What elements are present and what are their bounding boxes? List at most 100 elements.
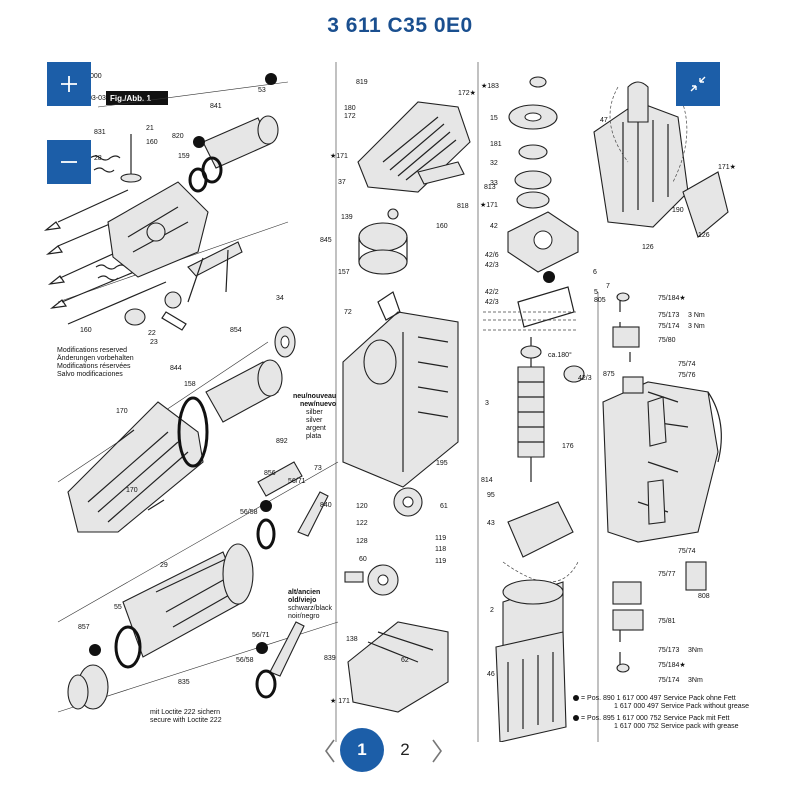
svg-text:56/71: 56/71 xyxy=(252,632,270,639)
exploded-parts-diagram: 000 03-03 Fig./Abb. 1 xyxy=(43,62,749,742)
svg-text:42/3: 42/3 xyxy=(485,299,499,306)
svg-text:72: 72 xyxy=(344,309,352,316)
svg-text:831: 831 xyxy=(94,129,106,136)
svg-text:5: 5 xyxy=(594,289,598,296)
svg-text:128: 128 xyxy=(356,538,368,545)
svg-text:3Nm: 3Nm xyxy=(688,677,703,684)
svg-text:119: 119 xyxy=(435,558,446,565)
svg-text:75/184★: 75/184★ xyxy=(658,294,686,302)
svg-text:3 Nm: 3 Nm xyxy=(688,323,705,330)
document-title: 3 611 C35 0E0 xyxy=(327,14,473,37)
zoom-in-button[interactable] xyxy=(47,62,91,106)
svg-text:mit Loctite 222 sichern: mit Loctite 222 sichern xyxy=(150,709,220,716)
svg-text:180: 180 xyxy=(344,105,356,112)
svg-text:3: 3 xyxy=(485,400,489,407)
svg-text:alt/ancien: alt/ancien xyxy=(288,589,320,596)
svg-text:813: 813 xyxy=(484,184,496,191)
svg-text:1 617 000 752 Service pack wit: 1 617 000 752 Service pack with grease xyxy=(614,723,739,730)
svg-text:819: 819 xyxy=(356,79,368,86)
svg-text:new/nuevo: new/nuevo xyxy=(300,401,336,408)
svg-text:argent: argent xyxy=(306,425,326,432)
zoom-out-button[interactable] xyxy=(47,140,91,184)
svg-text:Modifications reserved: Modifications reserved xyxy=(57,347,127,354)
torque-notes: 3 Nm 3 Nm 3Nm 3Nm xyxy=(688,312,705,684)
svg-text:61: 61 xyxy=(440,503,448,510)
svg-text:856: 856 xyxy=(264,470,276,477)
loctite-note: mit Loctite 222 sichern secure with Loct… xyxy=(150,709,222,724)
svg-text:160: 160 xyxy=(80,327,92,334)
svg-text:★ 171: ★ 171 xyxy=(330,697,350,705)
svg-text:126: 126 xyxy=(642,244,654,251)
fullscreen-toggle-button[interactable] xyxy=(676,62,720,106)
svg-text:56/58: 56/58 xyxy=(240,509,258,516)
svg-text:159: 159 xyxy=(178,153,190,160)
svg-text:875: 875 xyxy=(603,371,615,378)
svg-text:42/2: 42/2 xyxy=(485,289,499,296)
service-pack-notes: = Pos. 890 1 617 000 497 Service Pack oh… xyxy=(581,695,749,730)
chevron-left-icon[interactable] xyxy=(322,738,338,764)
svg-text:56/71: 56/71 xyxy=(288,478,306,485)
svg-text:160: 160 xyxy=(146,139,158,146)
svg-text:75/174: 75/174 xyxy=(658,323,680,330)
plus-icon xyxy=(61,76,77,92)
svg-text:42/6: 42/6 xyxy=(485,252,499,259)
svg-text:176: 176 xyxy=(562,443,574,450)
svg-text:190: 190 xyxy=(672,207,684,214)
svg-text:42/3: 42/3 xyxy=(485,262,499,269)
svg-text:75/81: 75/81 xyxy=(658,618,676,625)
svg-text:892: 892 xyxy=(276,438,288,445)
svg-text:839: 839 xyxy=(324,655,336,662)
svg-text:21: 21 xyxy=(146,125,154,132)
svg-text:195: 195 xyxy=(436,460,448,467)
svg-text:secure with Loctite 222: secure with Loctite 222 xyxy=(150,717,222,724)
svg-text:814: 814 xyxy=(481,477,493,484)
svg-text:818: 818 xyxy=(457,203,469,210)
chevron-right-icon[interactable] xyxy=(429,738,445,764)
svg-text:6: 6 xyxy=(593,269,597,276)
svg-text:43: 43 xyxy=(487,520,495,527)
page-2-button[interactable]: 2 xyxy=(400,740,410,759)
svg-text:181: 181 xyxy=(490,141,502,148)
minus-icon xyxy=(61,161,77,163)
svg-text:75/76: 75/76 xyxy=(678,372,696,379)
svg-text:56/58: 56/58 xyxy=(236,657,254,664)
svg-text:22: 22 xyxy=(148,330,156,337)
svg-text:37: 37 xyxy=(338,179,346,186)
new-silver-note: neu/nouveau new/nuevo silber silver arge… xyxy=(293,393,336,440)
svg-text:noir/negro: noir/negro xyxy=(288,613,320,620)
diagram-code-top: 000 xyxy=(90,73,102,80)
svg-text:★183: ★183 xyxy=(481,82,499,90)
svg-text:172★: 172★ xyxy=(458,89,476,97)
svg-text:★171: ★171 xyxy=(480,201,498,209)
svg-text:55: 55 xyxy=(114,604,122,611)
svg-text:75/74: 75/74 xyxy=(678,548,696,555)
svg-text:plata: plata xyxy=(306,433,321,440)
svg-text:75/77: 75/77 xyxy=(658,571,676,578)
svg-text:118: 118 xyxy=(435,546,446,553)
svg-text:857: 857 xyxy=(78,624,90,631)
svg-text:171★: 171★ xyxy=(718,163,736,171)
page-1-button[interactable]: 1 xyxy=(340,728,384,772)
svg-text:170: 170 xyxy=(116,408,128,415)
old-black-note: alt/ancien old/viejo schwarz/black noir/… xyxy=(288,589,332,620)
svg-text:805: 805 xyxy=(594,297,606,304)
svg-text:75/173: 75/173 xyxy=(658,312,680,319)
svg-text:15: 15 xyxy=(490,115,498,122)
svg-text:170: 170 xyxy=(126,487,138,494)
svg-text:★171: ★171 xyxy=(330,152,348,160)
svg-text:schwarz/black: schwarz/black xyxy=(288,605,332,612)
svg-text:835: 835 xyxy=(178,679,190,686)
svg-text:95: 95 xyxy=(487,492,495,499)
svg-text:157: 157 xyxy=(338,269,350,276)
svg-text:854: 854 xyxy=(230,327,242,334)
svg-text:845: 845 xyxy=(320,237,332,244)
svg-text:Änderungen vorbehalten: Änderungen vorbehalten xyxy=(57,354,134,362)
svg-text:160: 160 xyxy=(436,223,448,230)
svg-text:1 617 000 497 Service Pack wit: 1 617 000 497 Service Pack without greas… xyxy=(614,703,749,710)
angle-note: ca.180° xyxy=(548,351,572,359)
svg-text:53: 53 xyxy=(258,87,266,94)
collapse-icon xyxy=(690,76,706,92)
svg-text:old/viejo: old/viejo xyxy=(288,597,316,604)
svg-text:Modifications réservées: Modifications réservées xyxy=(57,363,131,370)
pagination: 1 2 xyxy=(0,726,800,776)
